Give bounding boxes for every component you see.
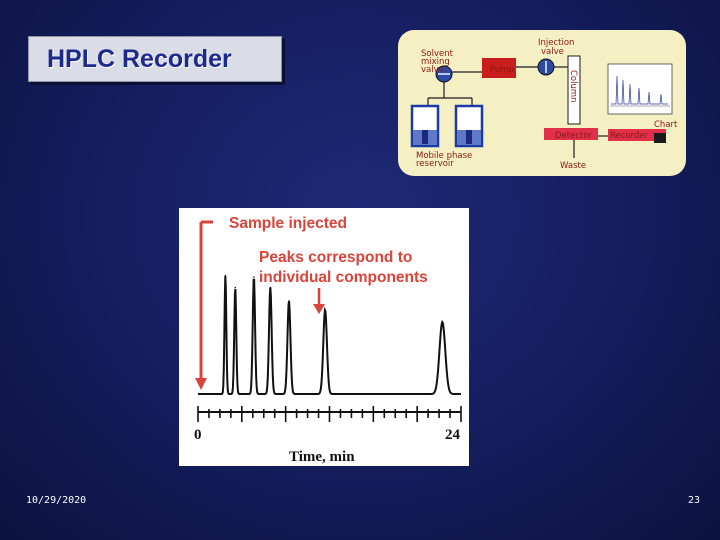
peak-7 — [441, 321, 444, 323]
hplc-schematic-drawing: Injection valve Solvent mixing valve Pum… — [410, 38, 678, 171]
label-column: Column — [568, 70, 578, 103]
slide-title: HPLC Recorder — [47, 45, 232, 73]
label-solvent-mixing-valve-2: mixing — [421, 57, 450, 67]
label-chart: Chart — [654, 120, 678, 130]
annotation-peaks-line2: individual components — [259, 269, 428, 286]
label-solvent-mixing-valve-1: Solvent — [421, 49, 454, 59]
column-icon — [567, 55, 581, 125]
peak-3 — [253, 276, 255, 278]
mobile-phase-reservoir-icon — [410, 104, 484, 148]
slide-title-box: HPLC Recorder — [28, 36, 282, 82]
label-recorder: Recorder — [610, 131, 649, 141]
x-axis-ticks — [197, 406, 462, 422]
peak-4 — [269, 286, 272, 289]
pump-icon — [482, 58, 516, 78]
peak-1 — [224, 274, 227, 277]
detector-icon — [544, 128, 598, 140]
peak-2 — [234, 286, 237, 289]
label-detector: Detector — [555, 131, 593, 141]
chromatogram-panel: Sample injected Peaks correspond to indi… — [179, 208, 469, 466]
injection-arrow — [195, 220, 213, 390]
label-pump: Pump — [490, 65, 514, 75]
annotation-peaks-line1: Peaks correspond to — [259, 249, 412, 266]
chart-printout-icon — [607, 63, 673, 115]
slide-page-number: 23 — [688, 495, 701, 506]
x-axis-start-label: 0 — [194, 427, 202, 443]
chromatogram-chart: Sample injected Peaks correspond to indi… — [194, 215, 462, 465]
label-injection-valve-1: Injection — [538, 38, 574, 48]
label-injection-valve-2: valve — [541, 47, 564, 57]
slide-date: 10/29/2020 — [26, 495, 87, 506]
hplc-schematic: Injection valve Solvent mixing valve Pum… — [398, 30, 686, 176]
label-mobile-phase-reservoir-1: Mobile phase — [416, 151, 472, 161]
label-mobile-phase-reservoir-2: reservoir — [416, 159, 454, 169]
x-axis-end-label: 24 — [445, 427, 461, 443]
recorder-icon — [608, 129, 666, 141]
peaks-arrow — [313, 288, 325, 314]
chromatogram-trace — [198, 275, 461, 395]
x-axis-title: Time, min — [289, 449, 355, 465]
label-solvent-mixing-valve-3: valve — [421, 65, 444, 75]
tubing — [427, 66, 608, 158]
label-waste: Waste — [560, 161, 586, 171]
peak-5 — [288, 300, 290, 302]
annotation-sample-injected: Sample injected — [229, 215, 347, 232]
peak-6 — [324, 309, 326, 311]
